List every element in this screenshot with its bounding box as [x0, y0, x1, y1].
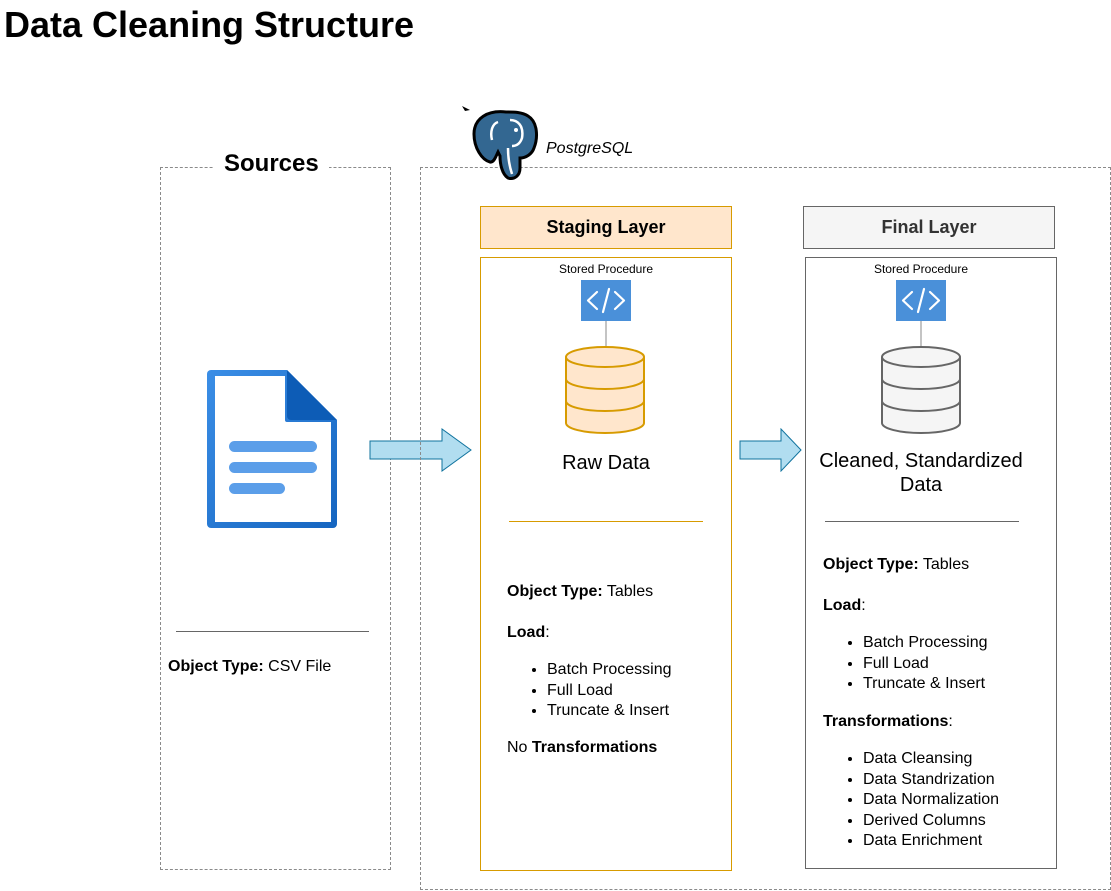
- object-type-value: Tables: [602, 583, 654, 600]
- list-item: Data Standrization: [863, 770, 999, 791]
- load-label: Load: [823, 597, 862, 614]
- list-item: Truncate & Insert: [863, 674, 988, 695]
- transformations-suffix: :: [948, 713, 953, 730]
- staging-load-heading: Load:: [507, 624, 550, 642]
- final-layer-header: Final Layer: [803, 206, 1055, 249]
- staging-load-list: Batch Processing Full Load Truncate & In…: [507, 660, 672, 722]
- object-type-label: Object Type:: [168, 658, 264, 675]
- load-label: Load: [507, 624, 546, 641]
- list-item: Truncate & Insert: [547, 701, 672, 722]
- staging-layer-header: Staging Layer: [480, 206, 732, 249]
- sources-title: Sources: [214, 150, 329, 178]
- final-divider: [825, 521, 1019, 522]
- sources-object-type: Object Type: CSV File: [168, 658, 331, 676]
- postgresql-label: PostgreSQL: [546, 140, 634, 157]
- staging-database-icon: [565, 346, 645, 434]
- staging-stored-procedure-label: Stored Procedure: [558, 262, 654, 276]
- list-item: Batch Processing: [863, 633, 988, 654]
- list-item: Data Cleansing: [863, 749, 999, 770]
- staging-no-transformations: No Transformations: [507, 739, 657, 757]
- document-file-icon: [207, 370, 337, 528]
- arrow-staging-to-final: [739, 428, 802, 472]
- postgresql-elephant-icon: [472, 110, 538, 180]
- staging-divider: [509, 521, 703, 522]
- staging-object-type: Object Type: Tables: [507, 583, 653, 601]
- list-item: Batch Processing: [547, 660, 672, 681]
- staging-code-icon: [581, 280, 631, 321]
- list-item: Derived Columns: [863, 811, 999, 832]
- load-suffix: :: [545, 624, 550, 641]
- final-data-label-line1: Cleaned, Standardized: [819, 450, 1023, 472]
- final-transformations-list: Data Cleansing Data Standrization Data N…: [823, 749, 999, 852]
- load-suffix: :: [861, 597, 866, 614]
- final-code-icon: [896, 280, 946, 321]
- page-title: Data Cleaning Structure: [4, 4, 415, 45]
- list-item: Data Enrichment: [863, 831, 999, 852]
- staging-data-label: Raw Data: [562, 452, 650, 474]
- final-data-label-line2: Data: [899, 474, 943, 496]
- object-type-label: Object Type:: [823, 556, 919, 573]
- object-type-label: Object Type:: [507, 583, 603, 600]
- final-stored-procedure-label: Stored Procedure: [873, 262, 969, 276]
- final-data-label: Cleaned, Standardized Data: [806, 449, 1036, 497]
- staging-layer-box: [480, 257, 732, 871]
- transformations-label: Transformations: [531, 739, 658, 756]
- sources-divider: [176, 631, 369, 632]
- no-prefix: No: [507, 739, 532, 756]
- object-type-value: CSV File: [263, 658, 332, 675]
- list-item: Full Load: [547, 681, 672, 702]
- cursor-icon: [462, 106, 470, 111]
- final-transformations-heading: Transformations:: [823, 713, 953, 731]
- final-load-heading: Load:: [823, 597, 866, 615]
- final-database-icon: [881, 346, 961, 434]
- final-load-list: Batch Processing Full Load Truncate & In…: [823, 633, 988, 695]
- list-item: Data Normalization: [863, 790, 999, 811]
- object-type-value: Tables: [918, 556, 970, 573]
- list-item: Full Load: [863, 654, 988, 675]
- transformations-label: Transformations: [823, 713, 949, 730]
- final-layer-box: [805, 257, 1057, 869]
- final-object-type: Object Type: Tables: [823, 556, 969, 574]
